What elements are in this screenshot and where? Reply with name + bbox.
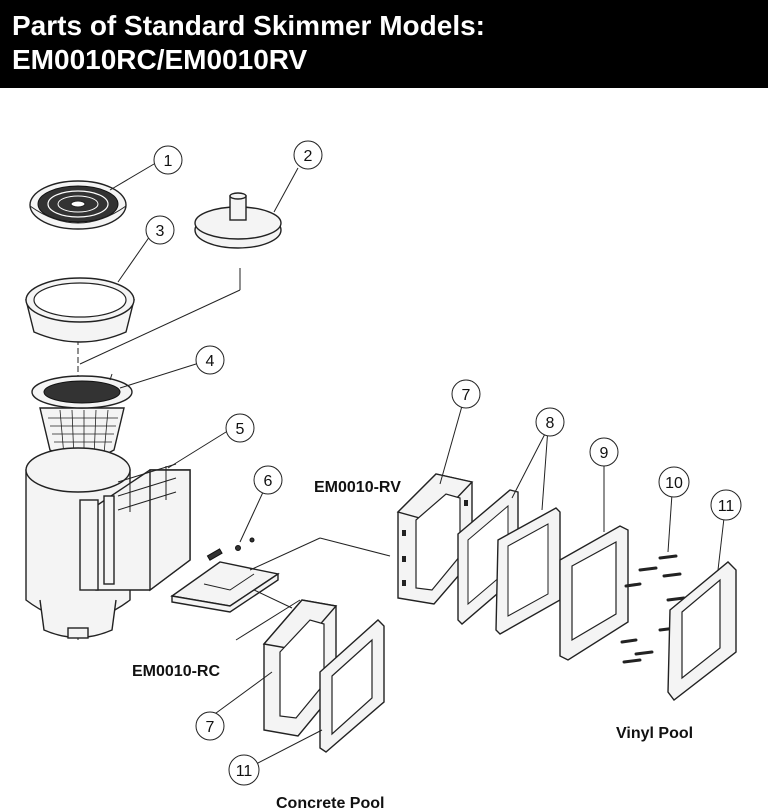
label-concrete-pool: Concrete Pool — [276, 795, 384, 812]
callout-7-rc: 7 — [195, 711, 225, 741]
label-em0010-rv: EM0010-RV — [314, 479, 401, 496]
part-7-faceplate-rc — [262, 599, 338, 737]
callout-2: 2 — [293, 140, 323, 170]
svg-text:9: 9 — [600, 445, 609, 462]
callout-3: 3 — [145, 215, 175, 245]
svg-text:7: 7 — [206, 719, 215, 736]
svg-text:11: 11 — [718, 498, 735, 515]
svg-text:3: 3 — [156, 223, 165, 240]
svg-text:5: 5 — [236, 421, 245, 438]
svg-text:7: 7 — [462, 387, 471, 404]
svg-text:6: 6 — [264, 473, 273, 490]
label-vinyl-pool: Vinyl Pool — [616, 725, 693, 742]
svg-text:10: 10 — [665, 475, 683, 492]
part-11-cover-concrete — [319, 619, 385, 753]
assembly-lines — [79, 268, 391, 641]
part-1-lid — [29, 180, 127, 230]
svg-text:1: 1 — [164, 153, 173, 170]
svg-text:11: 11 — [236, 763, 253, 780]
part-10-screws — [620, 554, 686, 664]
part-4-basket — [31, 373, 133, 461]
callout-9: 9 — [589, 437, 619, 467]
leader-lines — [109, 163, 725, 765]
svg-text:4: 4 — [206, 353, 215, 370]
title-line-2: EM0010RC/EM0010RV — [12, 44, 308, 75]
svg-text:2: 2 — [304, 148, 313, 165]
title-line-1: Parts of Standard Skimmer Models: — [12, 10, 486, 41]
part-9-mounting-plate — [559, 525, 629, 661]
callouts: 1 2 3 4 5 6 7 8 9 10 11 7 11 — [145, 140, 742, 786]
callout-1: 1 — [153, 145, 183, 175]
part-6-weir-flap — [170, 537, 280, 613]
title-banner: Parts of Standard Skimmer Models: EM0010… — [0, 0, 768, 88]
svg-text:8: 8 — [546, 415, 555, 432]
part-11-cover-vinyl — [667, 561, 737, 701]
part-5-skimmer-body — [25, 447, 191, 639]
part-2-adapter — [194, 192, 282, 249]
part-3-ring — [25, 277, 135, 343]
label-em0010-rc: EM0010-RC — [132, 663, 220, 680]
part-7-faceplate-rv — [396, 473, 474, 605]
callout-7-rv: 7 — [451, 379, 481, 409]
callout-6: 6 — [253, 465, 283, 495]
exploded-parts-diagram: 1 2 3 4 5 6 7 8 9 10 11 7 11 EM0010-RV E… — [25, 140, 742, 812]
callout-5: 5 — [225, 413, 255, 443]
callout-8: 8 — [535, 407, 565, 437]
callout-10: 10 — [658, 466, 690, 498]
callout-11-concrete: 11 — [228, 754, 260, 786]
callout-4: 4 — [195, 345, 225, 375]
callout-11-vinyl: 11 — [710, 489, 742, 521]
part-8-gasket-back — [495, 507, 561, 635]
